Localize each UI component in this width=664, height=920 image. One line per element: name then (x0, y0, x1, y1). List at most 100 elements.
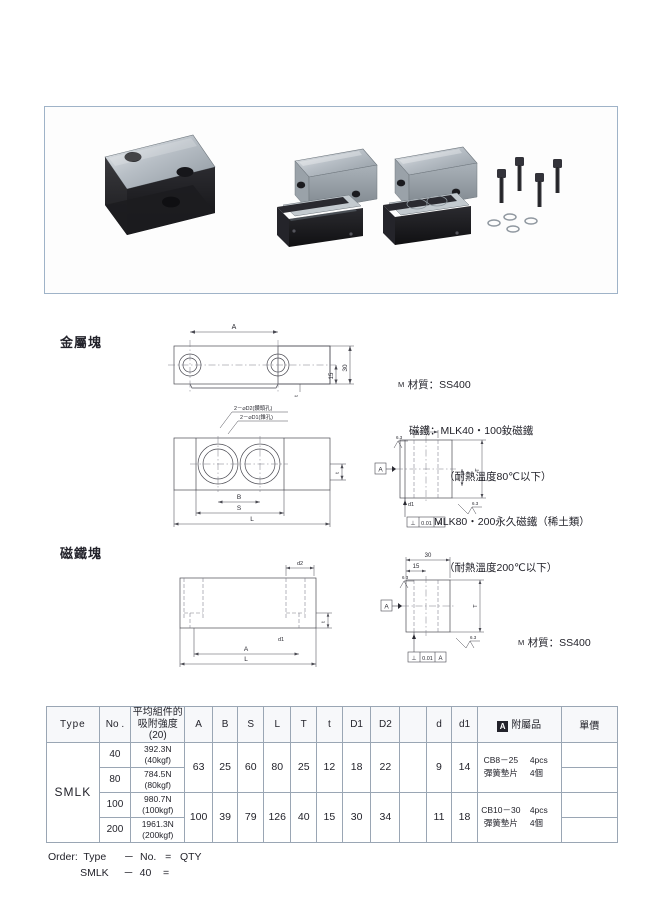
cell-force-kgf: (100kgf) (142, 804, 174, 815)
th-type: Type (46, 706, 100, 743)
th-d1: D1 (341, 706, 372, 743)
cell-force: 980.7N (100kgf) (130, 791, 186, 818)
table-row: 100 980.7N (100kgf) 100 39 79 126 40 15 … (47, 791, 619, 843)
cell-force: 784.5N (80kgf) (130, 766, 186, 793)
cell-price[interactable] (560, 816, 619, 843)
cell-no: 40 (98, 741, 132, 768)
dim-label-l: L (250, 516, 254, 523)
tolerance-value-magnet: 0.01 (422, 656, 433, 662)
product-photo-panel (44, 106, 618, 294)
cell-no: 100 (98, 791, 132, 818)
cell-d1: 30 (341, 791, 372, 843)
dim-label-d1-magnet: d1 (278, 637, 284, 643)
cell-b: 25 (211, 741, 239, 793)
accessory-qty: 4pcs (529, 755, 548, 766)
dim-label-t-front: t (335, 472, 341, 474)
cell-force: 392.3N (40kgf) (130, 741, 186, 768)
spec-temp-line-2: （耐熱溫度200℃以下） (444, 562, 558, 575)
spec-magnet-line-2: MLK80・200永久磁鐵（稀土類） (434, 516, 590, 529)
dim-label-t-side: t (455, 478, 461, 480)
section-label-magnet-block: 磁鐵塊 (60, 546, 103, 561)
drawing-magnet-block-side-view: 30 15 T A (378, 548, 506, 668)
tolerance-datum-magnet: A (438, 656, 442, 662)
cell-l: 126 (263, 791, 292, 843)
drawing-magnet-block-front-view: d2 t d1 A (168, 548, 368, 668)
cell-blank (399, 791, 427, 843)
th-d: d (425, 706, 453, 743)
cell-price[interactable] (560, 741, 619, 768)
specification-table: Type No . 平均組件的 吸附強度(20) A B S L T t D1 … (46, 706, 619, 843)
dim-label-T-side: T (475, 468, 481, 472)
dim-label-d2: d2 (423, 426, 429, 432)
surface-finish-label-1: 6.3 (396, 435, 403, 440)
cell-accessories: CB10－30 4pcs 彈簧墊片 4個 (476, 791, 562, 843)
tolerance-symbol-magnet: ⊥ (411, 655, 416, 662)
cell-force-kgf: (80kgf) (144, 779, 171, 790)
cell-d2: 22 (370, 741, 401, 793)
th-a: A (184, 706, 213, 743)
order-line-header: Order: Type － No. = QTY (48, 851, 202, 863)
dim-label-15: 15 (329, 372, 335, 379)
cell-b: 39 (211, 791, 239, 843)
cell-price[interactable] (560, 766, 619, 793)
cell-force-n: 1961.3N (141, 819, 174, 830)
table-row: 200 1961.3N (200kgf) (47, 816, 619, 843)
dim-label-30-magnet: 30 (425, 553, 432, 559)
cell-force-n: 784.5N (144, 769, 172, 780)
dim-label-s: S (237, 505, 242, 512)
accessory-line-2: 彈簧墊片 4個 (478, 767, 561, 780)
tolerance-datum: A (437, 521, 441, 527)
cell-type-smlk: SMLK (46, 741, 100, 843)
accessory-qty-2: 4個 (529, 818, 544, 828)
badge-a-icon: A (497, 721, 509, 733)
th-accessories-label: 附屬品 (511, 720, 542, 732)
dim-label-30: 30 (342, 364, 349, 372)
th-force-line1: 平均組件的 (132, 707, 183, 718)
th-d1-small: d1 (451, 706, 478, 743)
spec-material-line: 材質：SS400 (407, 379, 471, 392)
spec-marker-m-magnet: M (518, 638, 525, 648)
dim-label-t: t (294, 395, 300, 397)
accessory-name: CB8－25 (483, 755, 519, 766)
cell-force: 1961.3N (200kgf) (130, 816, 186, 843)
accessory-qty: 4pcs (529, 805, 548, 816)
spec-note-metal-block: M 材質：SS400 磁鐵：MLK40・100釹磁鐵 （耐熱溫度80℃以下） M… (398, 348, 590, 607)
photo-assembled-block (104, 134, 216, 235)
datum-a-label: A (378, 467, 383, 474)
photo-magnet-block-2 (383, 192, 471, 245)
cell-d: 9 (425, 741, 453, 793)
cell-d1: 18 (341, 741, 372, 793)
cell-no: 200 (98, 816, 132, 843)
cell-t-lower: 12 (316, 741, 343, 793)
cell-force-kgf: (200kgf) (142, 829, 174, 840)
th-holding-force: 平均組件的 吸附強度(20) (130, 706, 186, 743)
th-d2: D2 (370, 706, 401, 743)
th-l: L (263, 706, 292, 743)
cell-force-n: 980.7N (144, 794, 172, 805)
cell-price[interactable] (560, 791, 619, 818)
photo-washers (487, 213, 538, 233)
order-line-example: SMLK － 40 = (48, 867, 170, 880)
callout-d2: 2－⌀D2(鑽頭孔) (234, 404, 272, 412)
cell-no: 80 (98, 766, 132, 793)
dim-label-T-magnet: T (473, 604, 479, 608)
spec-marker-m: M (398, 380, 405, 390)
tolerance-value: 0.01 (421, 521, 432, 527)
spec-magnet-line: 磁鐵：MLK40・100釹磁鐵 (409, 425, 534, 438)
th-t-lower: t (316, 706, 343, 743)
dim-label-d1: d1 (408, 502, 414, 508)
dim-label-15-magnet: 15 (413, 564, 420, 570)
surface-finish-magnet-1: 6.3 (402, 575, 409, 580)
dim-label-t-magnet: t (321, 621, 327, 623)
spec-temp-line-1: （耐熱溫度80℃以下） (444, 470, 552, 483)
dim-label-a-magnet: A (244, 646, 249, 653)
specification-table-wrapper: Type No . 平均組件的 吸附強度(20) A B S L T t D1 … (46, 706, 619, 843)
accessory-line-1: CB8－25 4pcs (478, 754, 561, 767)
accessory-line-1: CB10－30 4pcs (478, 804, 561, 817)
th-force-line2: 吸附強度(20) (137, 718, 178, 742)
th-t-upper: T (290, 706, 318, 743)
cell-blank (399, 741, 427, 793)
tolerance-symbol: ⊥ (410, 520, 415, 527)
